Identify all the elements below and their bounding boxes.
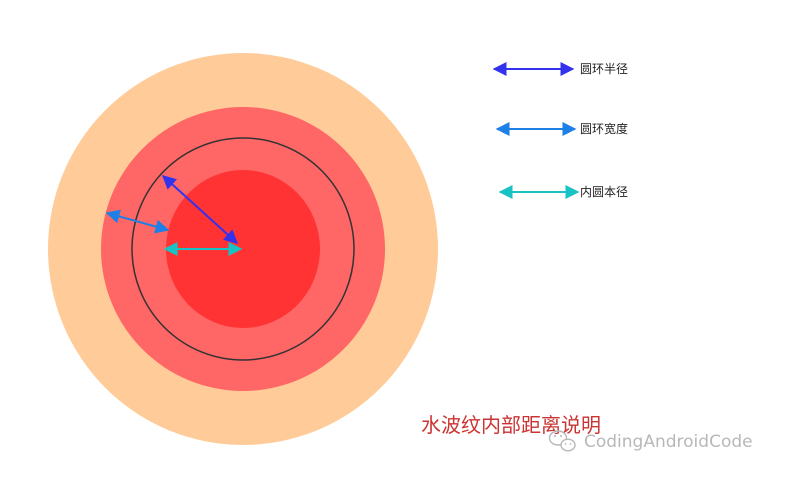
legend-label-ring-radius: 圆环半径 — [580, 62, 628, 76]
diagram-caption: 水波纹内部距离说明 — [421, 413, 601, 437]
legend-label-inner-radius: 内圆本径 — [580, 185, 628, 199]
ring-radius-arrow — [161, 175, 239, 244]
wechat-icon — [548, 430, 576, 452]
legend-item-ring-radius: 圆环半径 — [492, 62, 628, 76]
ring-boundary-circle — [131, 137, 355, 361]
legend-label-ring-width: 圆环宽度 — [580, 121, 628, 136]
legend-item-inner-radius: 内圆本径 — [498, 185, 628, 199]
watermark: CodingAndroidCode — [548, 430, 753, 452]
legend-item-ring-width: 圆环宽度 — [495, 121, 628, 136]
watermark-text: CodingAndroidCode — [584, 432, 753, 452]
ring-width-arrow — [105, 209, 170, 234]
legend: 圆环半径 圆环宽度 内圆本径 — [492, 62, 628, 199]
